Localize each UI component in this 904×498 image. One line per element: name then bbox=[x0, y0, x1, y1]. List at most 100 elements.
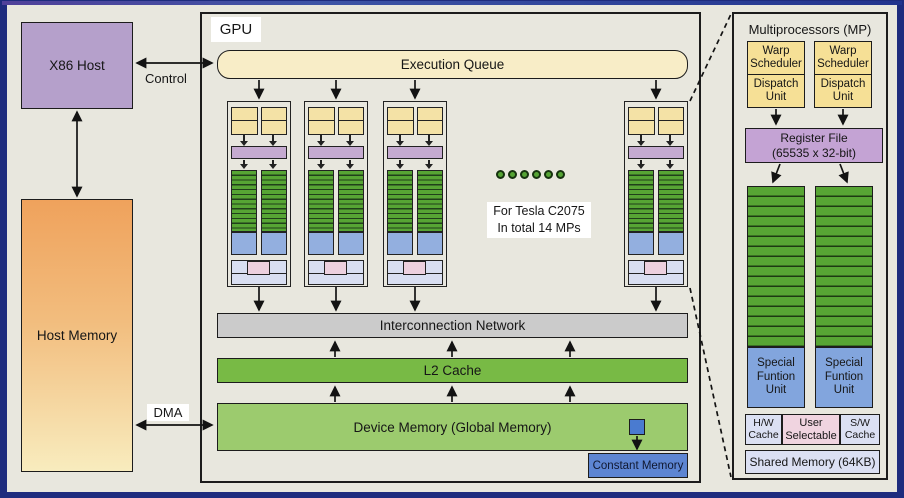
down-arrow-icon bbox=[268, 135, 277, 146]
warp-scheduler-box: Warp Scheduler bbox=[815, 42, 871, 75]
constant-memory-box: Constant Memory bbox=[588, 453, 688, 478]
user-selectable-mini-cell bbox=[644, 261, 667, 275]
register-file-box: Register File (65535 x 32-bit) bbox=[745, 128, 883, 163]
special-function-unit-box: Special Funtion Unit bbox=[815, 347, 873, 408]
sfu-mini-block bbox=[338, 231, 364, 255]
user-selectable-mini-cell bbox=[247, 261, 270, 275]
down-arrow-icon bbox=[395, 160, 404, 169]
host-memory-label: Host Memory bbox=[36, 328, 118, 343]
gpu-title: GPU bbox=[211, 17, 261, 42]
constant-memory-label: Constant Memory bbox=[592, 459, 684, 472]
down-arrow-icon bbox=[665, 135, 674, 146]
dispatch-unit-mini-cell bbox=[416, 119, 443, 135]
hw-cache-box: H/W Cache bbox=[745, 414, 782, 445]
sfu-mini-block bbox=[231, 231, 257, 255]
dispatch-unit-box: Dispatch Unit bbox=[748, 75, 804, 107]
sfu-mini-block bbox=[658, 231, 684, 255]
sw-cache-box: S/W Cache bbox=[840, 414, 880, 445]
down-arrow-icon bbox=[424, 160, 433, 169]
tesla-note-line1: For Tesla C2075 bbox=[493, 204, 585, 218]
warp-scheduler-box: Warp Scheduler bbox=[748, 42, 804, 75]
dispatch-unit-mini-cell bbox=[387, 119, 414, 135]
ellipsis-dot bbox=[532, 170, 541, 179]
down-arrow-icon bbox=[268, 160, 277, 169]
sfu-mini-block bbox=[417, 231, 443, 255]
sfu-mini-block bbox=[261, 231, 287, 255]
down-arrow-icon bbox=[345, 160, 354, 169]
core-column-mini bbox=[387, 170, 413, 232]
multiprocessor-block-2 bbox=[304, 101, 368, 287]
ellipsis-dot bbox=[520, 170, 529, 179]
top-accent-strip bbox=[2, 1, 902, 5]
shared-memory-label: Shared Memory (64KB) bbox=[749, 455, 876, 469]
dispatch-unit-box: Dispatch Unit bbox=[815, 75, 871, 107]
shared-memory-mini-block bbox=[308, 260, 364, 285]
sfu-mini-block bbox=[308, 231, 334, 255]
dispatch-unit-mini-cell bbox=[260, 119, 287, 135]
down-arrow-icon bbox=[636, 135, 645, 146]
dma-label: DMA bbox=[147, 404, 189, 421]
down-arrow-icon bbox=[665, 160, 674, 169]
core-column-mini bbox=[308, 170, 334, 232]
shared-memory-mini-block bbox=[231, 260, 287, 285]
user-selectable-box: User Selectable bbox=[782, 414, 840, 445]
core-column-mini bbox=[338, 170, 364, 232]
x86-host-box: X86 Host bbox=[21, 22, 133, 109]
multiprocessor-block-3 bbox=[383, 101, 447, 287]
user-selectable-mini-cell bbox=[403, 261, 426, 275]
warp-scheduler-column-2: Warp Scheduler Dispatch Unit bbox=[814, 41, 872, 108]
down-arrow-icon bbox=[345, 135, 354, 146]
core-column-mini bbox=[658, 170, 684, 232]
sfu-mini-block bbox=[387, 231, 413, 255]
down-arrow-icon bbox=[239, 135, 248, 146]
warp-scheduler-mini-grid bbox=[387, 107, 443, 135]
special-function-unit-box: Special Funtion Unit bbox=[747, 347, 805, 408]
device-memory-box: Device Memory (Global Memory) bbox=[217, 403, 688, 451]
host-memory-box: Host Memory bbox=[21, 199, 133, 472]
register-file-mini-bar bbox=[231, 146, 287, 159]
gpu-box bbox=[200, 12, 701, 483]
warp-scheduler-column-1: Warp Scheduler Dispatch Unit bbox=[747, 41, 805, 108]
dispatch-unit-mini-cell bbox=[231, 119, 258, 135]
tesla-note: For Tesla C2075 In total 14 MPs bbox=[487, 202, 591, 238]
mp-panel-title: Multiprocessors (MP) bbox=[748, 21, 872, 37]
down-arrow-icon bbox=[316, 160, 325, 169]
l2-cache-label: L2 Cache bbox=[423, 363, 482, 378]
dispatch-unit-mini-cell bbox=[337, 119, 364, 135]
ellipsis-dot bbox=[556, 170, 565, 179]
shared-memory-box: Shared Memory (64KB) bbox=[745, 450, 880, 474]
dispatch-unit-mini-cell bbox=[657, 119, 684, 135]
control-label: Control bbox=[145, 70, 187, 86]
ellipsis-dot bbox=[496, 170, 505, 179]
down-arrow-icon bbox=[239, 160, 248, 169]
user-selectable-mini-cell bbox=[324, 261, 347, 275]
interconnection-network-box: Interconnection Network bbox=[217, 313, 688, 338]
warp-scheduler-mini-grid bbox=[308, 107, 364, 135]
warp-scheduler-mini-grid bbox=[628, 107, 684, 135]
shared-memory-mini-block bbox=[387, 260, 443, 285]
register-file-mini-bar bbox=[628, 146, 684, 159]
dispatch-unit-mini-cell bbox=[308, 119, 335, 135]
down-arrow-icon bbox=[316, 135, 325, 146]
register-file-mini-bar bbox=[308, 146, 364, 159]
tesla-note-line2: In total 14 MPs bbox=[497, 221, 581, 235]
shared-memory-mini-block bbox=[628, 260, 684, 285]
constant-memory-port bbox=[629, 419, 645, 435]
warp-scheduler-mini-grid bbox=[231, 107, 287, 135]
core-column-2 bbox=[815, 186, 873, 347]
execution-queue-label: Execution Queue bbox=[400, 57, 505, 72]
register-file-mini-bar bbox=[387, 146, 443, 159]
core-column-mini bbox=[628, 170, 654, 232]
device-memory-label: Device Memory (Global Memory) bbox=[353, 419, 552, 435]
register-file-label: Register File bbox=[780, 130, 848, 145]
l2-cache-box: L2 Cache bbox=[217, 358, 688, 383]
core-column-1 bbox=[747, 186, 805, 347]
x86-host-label: X86 Host bbox=[49, 58, 105, 73]
ellipsis-dot bbox=[544, 170, 553, 179]
execution-queue-box: Execution Queue bbox=[217, 50, 688, 79]
down-arrow-icon bbox=[636, 160, 645, 169]
core-column-mini bbox=[417, 170, 443, 232]
multiprocessor-block-1 bbox=[227, 101, 291, 287]
down-arrow-icon bbox=[395, 135, 404, 146]
